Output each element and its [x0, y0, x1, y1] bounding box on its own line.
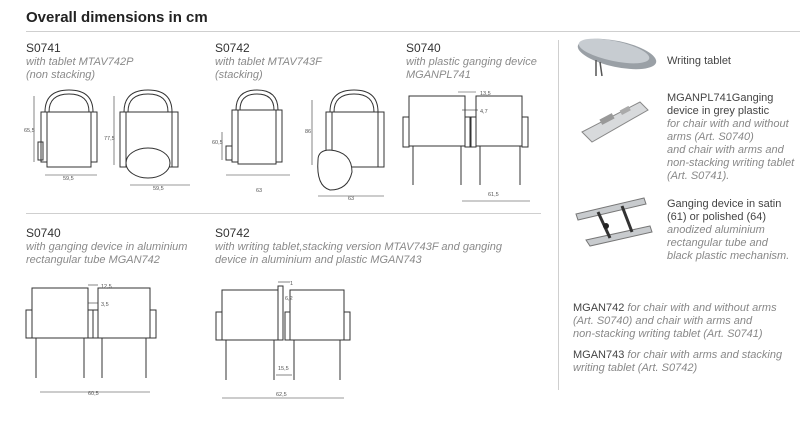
product-code-s0740-plastic: S0740: [406, 41, 441, 55]
dim-label: 13,5: [480, 91, 491, 97]
dim-label: 59,5: [63, 176, 74, 182]
mgan742-description: MGAN742 for chair with and without arms …: [573, 302, 777, 340]
dim-label: 3,5: [101, 302, 109, 308]
chair-s0741-tablet-view: [113, 89, 190, 186]
writing-tablet-image: [577, 38, 657, 77]
dim-label: 60,5: [212, 140, 223, 146]
page-title: Overall dimensions in cm: [26, 9, 208, 26]
mgan743-description: MGAN743 for chair with arms and stacking…: [573, 349, 783, 374]
dim-label: 77,5: [104, 136, 115, 142]
product-code-s0742-ganging: S0742: [215, 226, 250, 240]
dim-label: 59,5: [153, 186, 164, 192]
product-desc-s0742: with tablet MTAV743F(stacking): [215, 56, 322, 81]
dim-label: 86: [305, 129, 311, 135]
mganpl741-description: MGANPL741Ganging device in grey plastic …: [667, 92, 795, 182]
dim-label: 12,5: [101, 284, 112, 290]
aluminium-ganging-device-image: [575, 197, 653, 247]
dim-label: 1: [290, 281, 293, 287]
dim-label: 61,5: [488, 192, 499, 198]
dim-label: 62,5: [276, 392, 287, 398]
product-code-s0740-alu: S0740: [26, 226, 61, 240]
plastic-ganging-device-image: [581, 101, 649, 143]
product-code-s0742: S0742: [215, 41, 250, 55]
dim-label: 60,5: [88, 391, 99, 397]
aluminium-device-description: Ganging device in satin (61) or polished…: [667, 198, 790, 262]
dim-label: 63: [348, 196, 354, 202]
dim-label: 6,2: [285, 296, 293, 302]
chairs-plastic-ganging-view: [402, 91, 530, 202]
dim-label: 15,5: [278, 366, 289, 372]
column-divider: [558, 40, 559, 390]
chair-s0742-tablet-view: [311, 89, 385, 197]
product-code-s0741: S0741: [26, 41, 61, 55]
product-desc-s0741: with tablet MTAV742P(non stacking): [26, 56, 134, 81]
dim-label: 65,5: [24, 128, 35, 134]
product-desc-s0742-ganging: with writing tablet,stacking version MTA…: [215, 241, 502, 266]
chairs-aluminium-ganging-view: [25, 284, 157, 393]
chairs-stacking-ganging-view: [215, 281, 351, 399]
chair-s0741-top-view: [33, 89, 98, 176]
row-divider: [26, 213, 541, 214]
chair-s0742-top-view: [221, 89, 290, 176]
writing-tablet-label: Writing tablet: [667, 55, 731, 67]
title-underline: [26, 31, 800, 32]
dim-label: 63: [256, 188, 262, 194]
dim-label: 4,7: [480, 109, 488, 115]
